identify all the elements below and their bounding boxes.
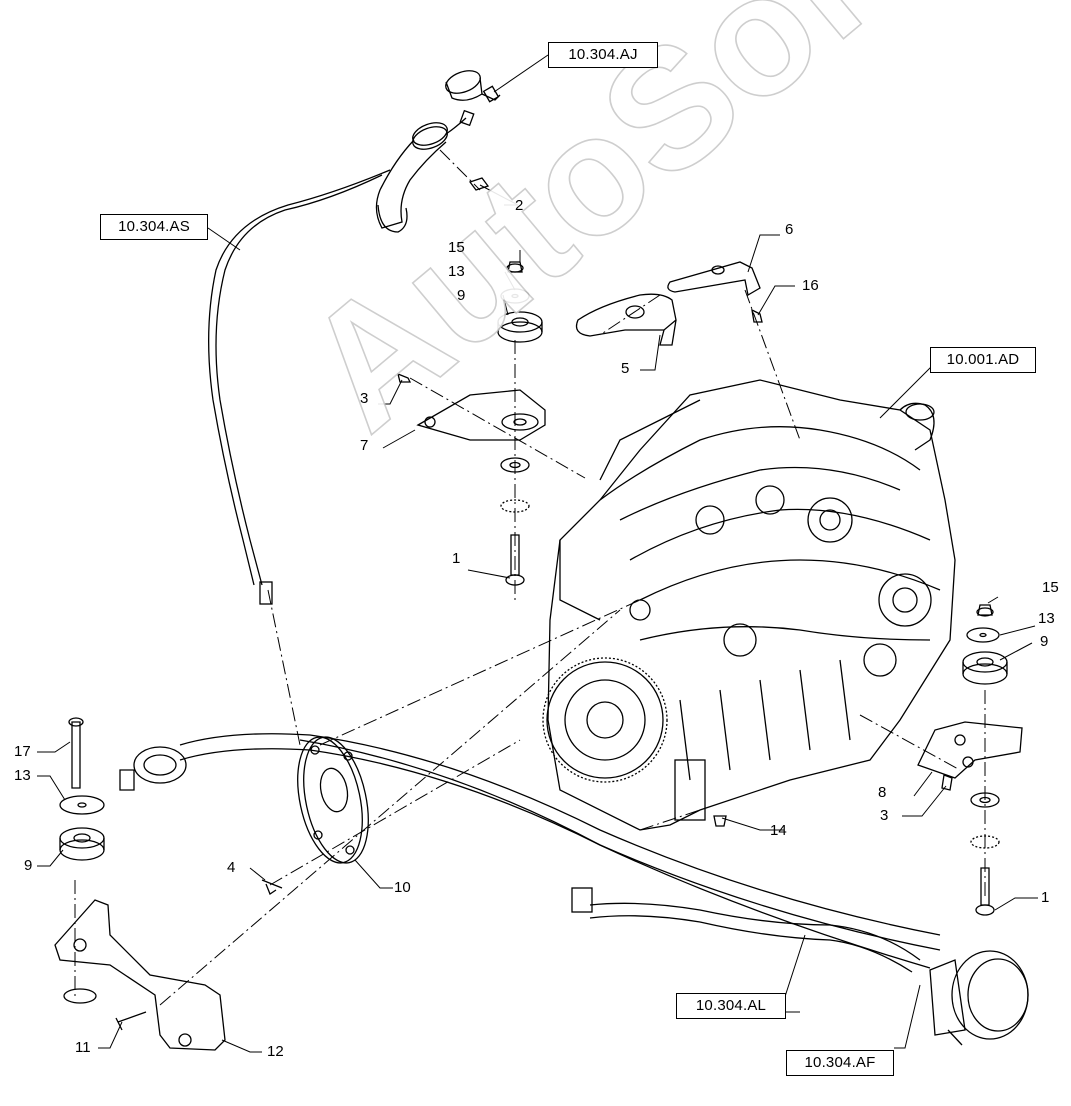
callout-12: 12 <box>267 1043 284 1060</box>
callout-15-left: 15 <box>448 239 465 256</box>
callout-2: 2 <box>515 197 524 214</box>
callout-7: 7 <box>360 437 369 454</box>
fuel-hoses <box>119 733 1029 1046</box>
callout-10: 10 <box>394 879 411 896</box>
callout-9-right: 9 <box>1040 633 1049 650</box>
callout-8: 8 <box>878 784 887 801</box>
leader-lines <box>37 54 1038 1053</box>
callout-17: 17 <box>14 743 31 760</box>
callout-6: 6 <box>785 221 794 238</box>
support-bracket-stack <box>54 717 226 1051</box>
callout-11: 11 <box>75 1039 91 1056</box>
engine-block <box>542 379 956 831</box>
flex-coupling <box>261 736 369 895</box>
small-fasteners <box>468 177 727 827</box>
callout-16: 16 <box>802 277 819 294</box>
ref-box-ad: 10.001.AD <box>930 347 1036 373</box>
callout-9-bottom-left: 9 <box>24 857 33 874</box>
callout-13-left: 13 <box>448 263 465 280</box>
filler-neck-assembly <box>208 70 501 605</box>
callout-14: 14 <box>770 822 787 839</box>
callout-1-left: 1 <box>452 550 461 567</box>
callout-13-right: 13 <box>1038 610 1055 627</box>
callout-13-bottom-left: 13 <box>14 767 31 784</box>
callout-1-right: 1 <box>1041 889 1050 906</box>
callout-3-left: 3 <box>360 390 369 407</box>
center-lines <box>74 149 986 1006</box>
ref-box-af: 10.304.AF <box>786 1050 894 1076</box>
callout-15-right: 15 <box>1042 579 1059 596</box>
ref-box-al: 10.304.AL <box>676 993 786 1019</box>
callout-3-right: 3 <box>880 807 889 824</box>
intake-ducts <box>575 261 763 346</box>
front-mount-stack <box>397 261 546 586</box>
callout-5: 5 <box>621 360 630 377</box>
ref-box-as: 10.304.AS <box>100 214 208 240</box>
callout-4: 4 <box>227 859 236 876</box>
ref-box-aj: 10.304.AJ <box>548 42 658 68</box>
callout-9-left: 9 <box>457 287 466 304</box>
rear-mount-stack <box>917 604 1023 916</box>
